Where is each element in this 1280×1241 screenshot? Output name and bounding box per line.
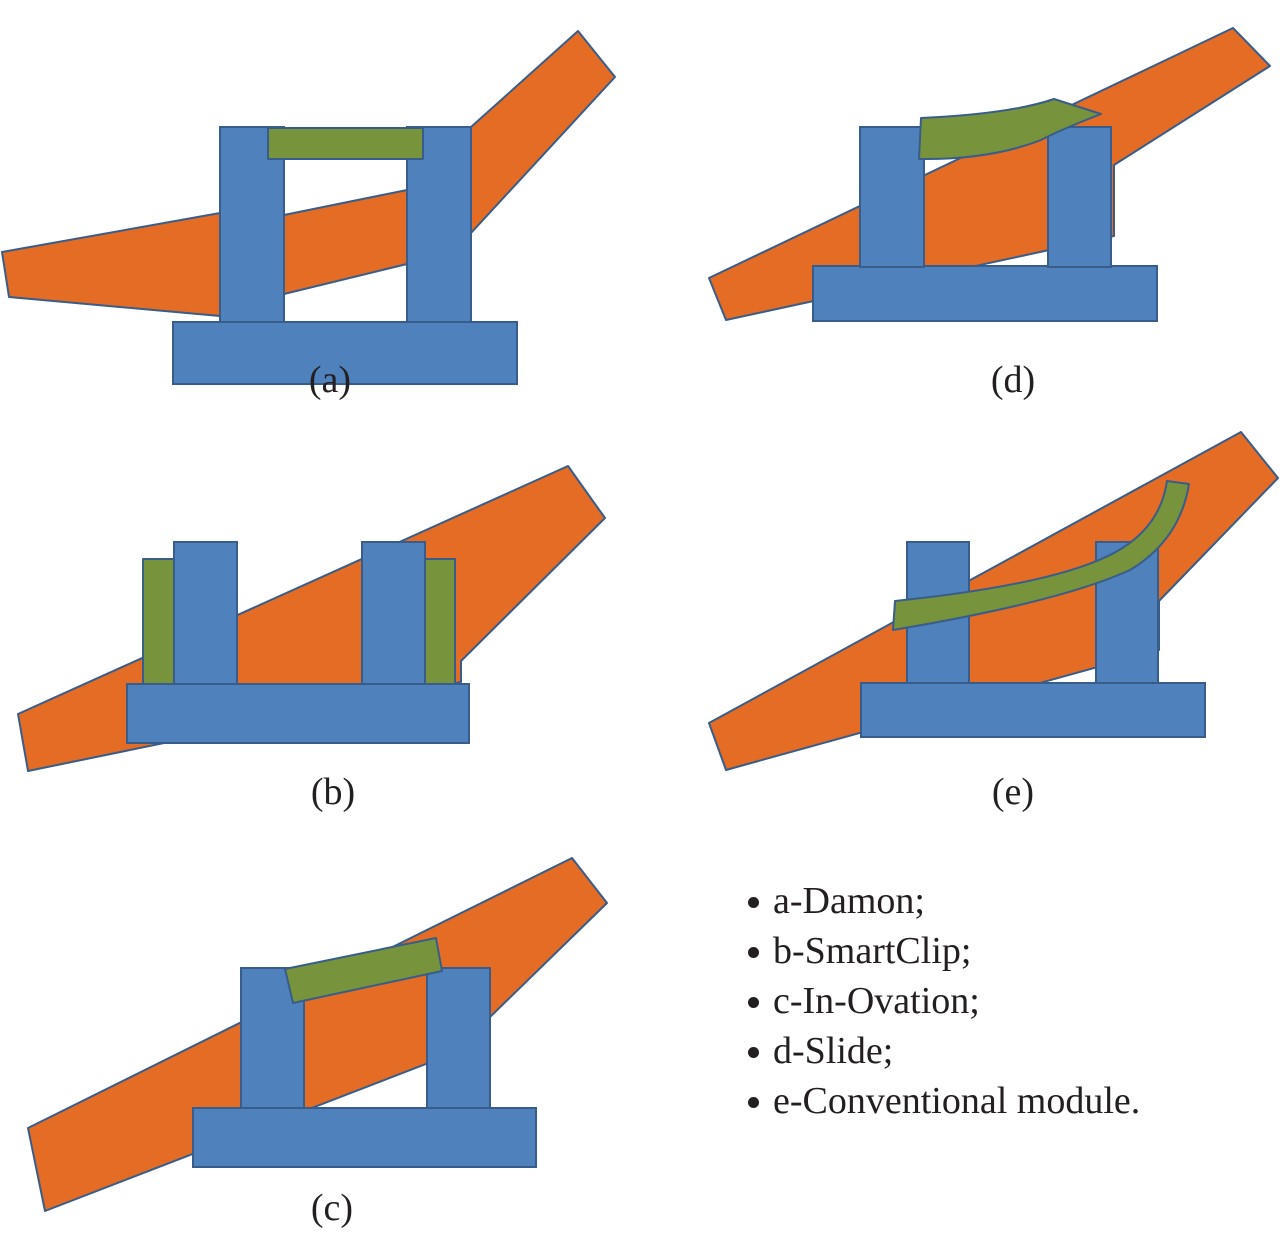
panel-e — [708, 431, 1279, 771]
legend: a-Damon; b-SmartClip; c-In-Ovation; d-Sl… — [748, 876, 1140, 1126]
legend-label: c-In-Ovation; — [773, 980, 980, 1022]
panel-b — [17, 465, 606, 772]
legend-label: b-SmartClip; — [773, 930, 972, 972]
bracket-wing-right-d — [1047, 126, 1112, 268]
legend-item: b-SmartClip; — [748, 926, 1140, 976]
legend-item: d-Slide; — [748, 1026, 1140, 1076]
archwire-a-arm — [470, 30, 616, 234]
bracket-base-d — [812, 265, 1158, 322]
archwire-a — [1, 212, 221, 317]
bracket-base-c — [192, 1107, 537, 1168]
bracket-base-a — [172, 321, 518, 385]
panel-c — [27, 857, 608, 1212]
archwire-a-mid — [283, 189, 408, 295]
caption-c: (c) — [310, 1187, 354, 1229]
tilted-clip-c — [284, 937, 443, 1004]
legend-item: c-In-Ovation; — [748, 976, 1140, 1026]
bullet-icon — [748, 1096, 759, 1108]
bullet-icon — [748, 896, 759, 908]
caption-d: (d) — [990, 359, 1036, 401]
bullet-icon — [748, 996, 759, 1008]
legend-item: a-Damon; — [748, 876, 1140, 926]
legend-label: d-Slide; — [773, 1030, 894, 1072]
slide-clip-d — [918, 98, 1102, 161]
panel-a — [1, 30, 616, 385]
bracket-wing-right-c — [426, 967, 491, 1109]
caption-b: (b) — [310, 771, 356, 813]
bracket-base-e — [860, 682, 1206, 738]
archwire-d — [708, 27, 1271, 321]
self-ligating-clip-a — [267, 127, 424, 160]
caption-e: (e) — [991, 771, 1035, 813]
bracket-base-b — [126, 683, 470, 744]
bracket-wing-right-b — [361, 541, 426, 685]
legend-label: a-Damon; — [773, 880, 925, 922]
caption-a: (a) — [308, 359, 352, 401]
panel-d — [708, 27, 1271, 322]
bracket-wing-left-b — [173, 541, 238, 685]
bullet-icon — [748, 1046, 759, 1058]
bracket-wing-left-d — [859, 126, 925, 268]
legend-label: e-Conventional module. — [773, 1080, 1141, 1122]
legend-item: e-Conventional module. — [748, 1076, 1140, 1126]
ligature-e — [892, 480, 1190, 631]
bullet-icon — [748, 946, 759, 958]
